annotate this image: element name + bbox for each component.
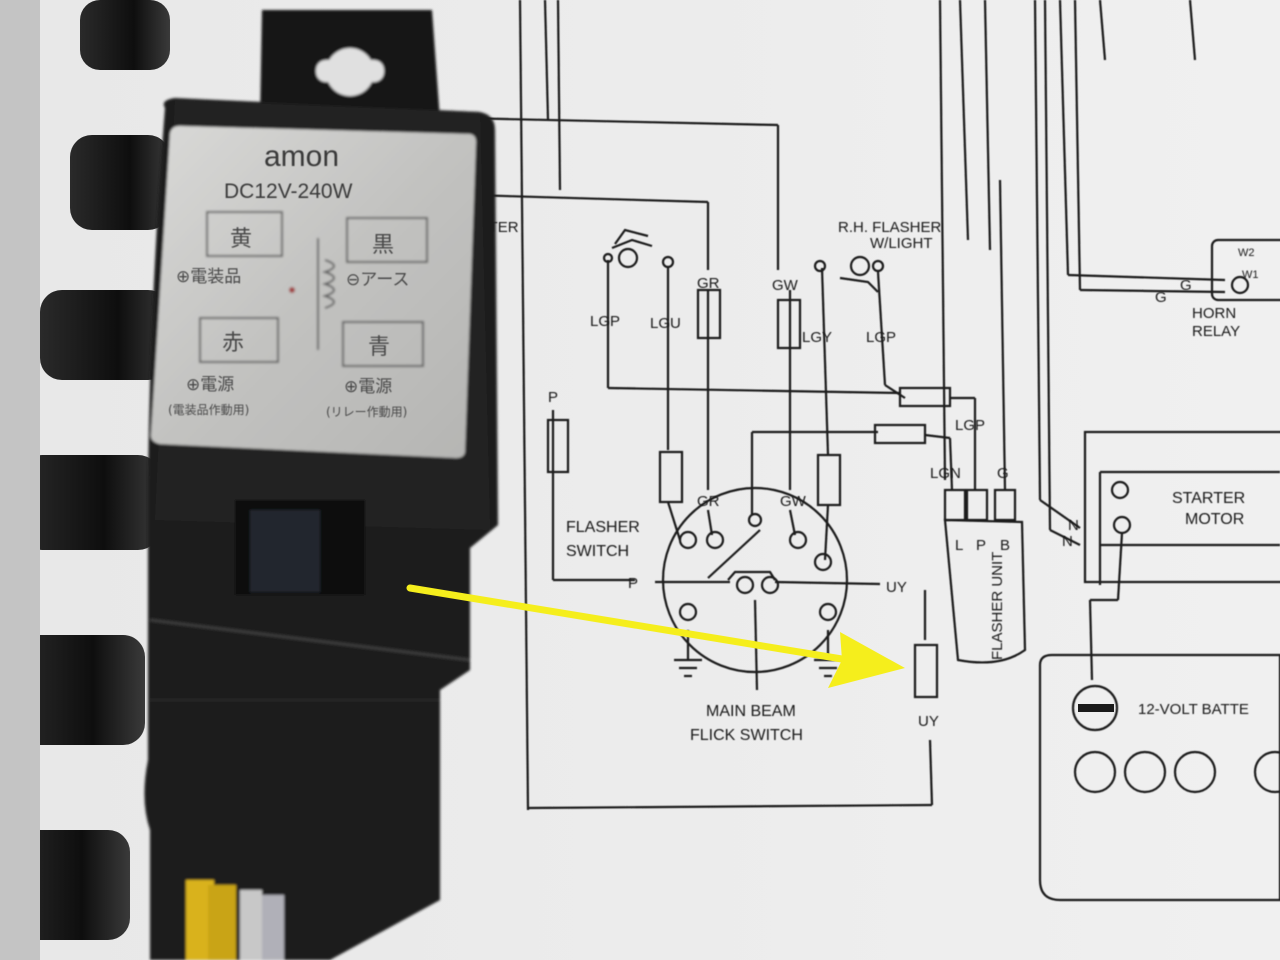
- wire-n-1: N: [1068, 517, 1079, 534]
- wire-lgp-right: LGP: [866, 329, 896, 346]
- flasher-pin-b: B: [1000, 537, 1010, 554]
- schematic-labels: RTER R.H. FLASHER W/LIGHT LGP LGU GR GW …: [478, 219, 1259, 744]
- relay-sub-left: (電装品作動用): [168, 403, 249, 417]
- wire-uy-bottom: UY: [918, 713, 939, 730]
- wire-n-2: N: [1062, 533, 1073, 550]
- terminal-red-box: 赤: [222, 331, 244, 356]
- flasher-pin-p: P: [976, 537, 986, 554]
- horn-w2: W2: [1238, 247, 1255, 259]
- wire-gw-low: GW: [780, 493, 807, 510]
- binding-rings: [0, 0, 170, 960]
- main-beam-label-1: MAIN BEAM: [706, 703, 796, 720]
- terminal-yellow-box: 黄: [230, 227, 252, 252]
- wire-lgp-left: LGP: [590, 313, 620, 330]
- flasher-switch-label-1: FLASHER: [566, 519, 640, 536]
- terminal-black-box: 黒: [372, 233, 394, 258]
- relay-sub-right: (リレー作動用): [326, 405, 407, 419]
- terminal-blue-caption: ⊕電源: [344, 377, 392, 397]
- flasher-pin-l: L: [955, 537, 963, 554]
- wire-lgp-mid: LGP: [955, 417, 985, 434]
- wire-uy-top: UY: [886, 579, 907, 596]
- relay-rating: DC12V-240W: [224, 180, 353, 203]
- wire-g: G: [997, 465, 1009, 482]
- wire-g-horn-2: G: [1155, 289, 1167, 306]
- battery-terminal: [1078, 704, 1114, 712]
- relay-label-text: amon DC12V-240W 黄 黒 赤 青 ⊕電装品 ⊖アース ⊕電源 ⊕電…: [168, 140, 409, 419]
- starter-motor-label-2: MOTOR: [1185, 511, 1244, 528]
- flasher-switch-label-2: SWITCH: [566, 543, 629, 560]
- terminal-red-caption: ⊕電源: [186, 375, 234, 395]
- battery-label: 12-VOLT BATTE: [1138, 701, 1249, 718]
- schematic-lines: [457, 0, 1280, 902]
- horn-relay-label-2: RELAY: [1192, 323, 1240, 340]
- wire-g-horn-1: G: [1180, 277, 1192, 294]
- wire-gw-top: GW: [772, 277, 799, 294]
- wire-gr-low: GR: [697, 493, 720, 510]
- flasher-light-label-2: W/LIGHT: [870, 235, 933, 252]
- horn-relay-label-1: HORN: [1192, 305, 1236, 322]
- starter-motor-label-1: STARTER: [1172, 490, 1245, 507]
- terminal-blue-box: 青: [368, 335, 390, 360]
- wire-p: P: [548, 389, 558, 406]
- annotation-arrow: [406, 584, 905, 688]
- main-beam-label-2: FLICK SWITCH: [690, 727, 803, 744]
- relay-unit: [144, 10, 498, 960]
- wire-lgu: LGU: [650, 315, 681, 332]
- wire-lgy: LGY: [802, 329, 832, 346]
- relay-brand: amon: [264, 140, 339, 173]
- wire-lgn: LGN: [930, 465, 961, 482]
- flasher-light-label-1: R.H. FLASHER: [838, 219, 942, 236]
- relay-label-plate: [150, 126, 476, 458]
- wire-gr-top: GR: [697, 275, 720, 292]
- terminal-black-caption: ⊖アース: [346, 270, 409, 290]
- horn-w1: W1: [1242, 269, 1259, 281]
- terminal-yellow-caption: ⊕電装品: [176, 267, 241, 287]
- flasher-unit-label: FLASHER UNIT: [989, 552, 1006, 660]
- switch-p-label: P: [628, 575, 638, 592]
